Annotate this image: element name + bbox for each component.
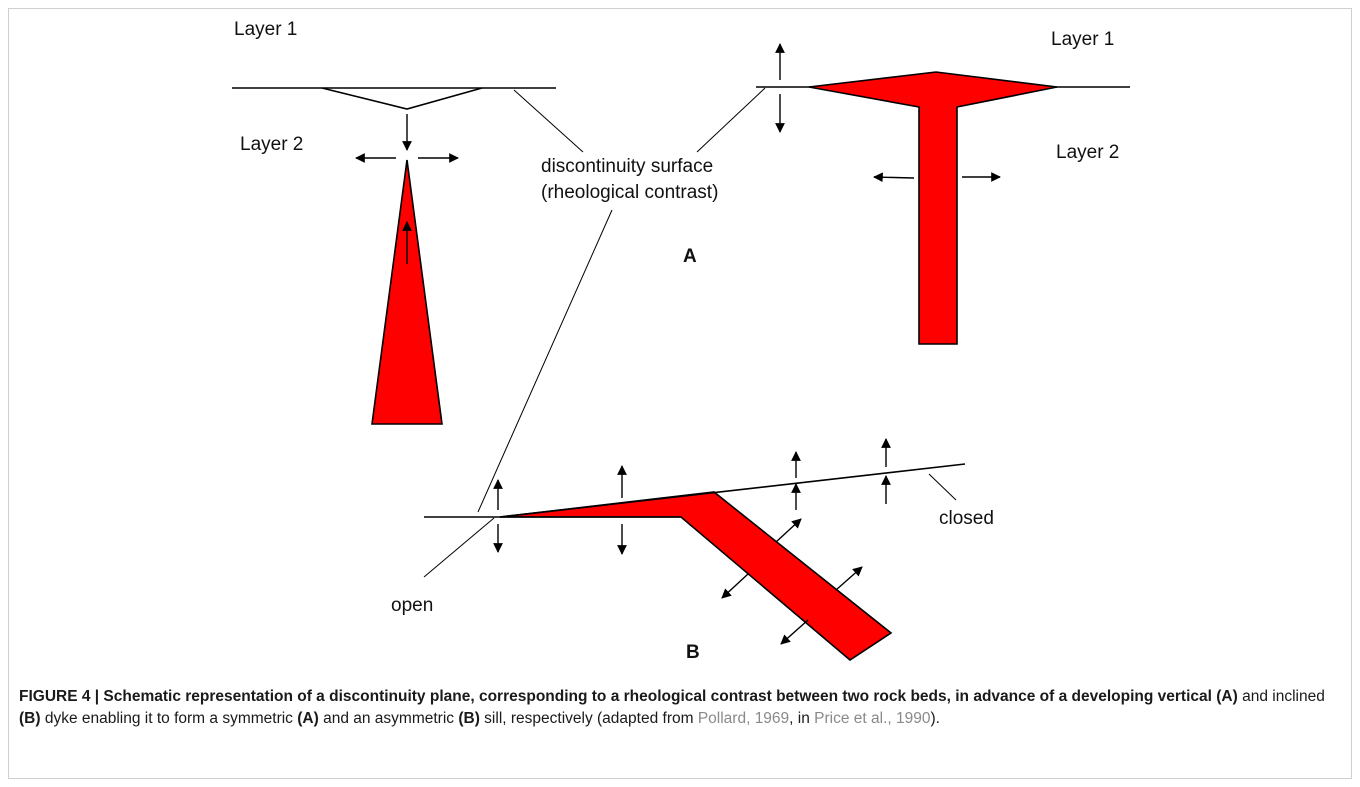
dyke-sill-diagram: Layer 1 Layer 2 Layer 1 Layer 2 disconti… xyxy=(232,19,1130,663)
caption-text-5: , in xyxy=(789,710,815,727)
caption-a-ref-1: (A) xyxy=(1216,688,1238,705)
arrow-b-ne-1 xyxy=(775,518,802,543)
caption-b-ref-2: (B) xyxy=(458,710,480,727)
arrow-b-sw-1 xyxy=(721,573,749,599)
vertical-dyke-tapered xyxy=(371,159,443,425)
interface-line-b-right xyxy=(499,463,966,518)
arrow-left-right-dyke xyxy=(873,172,915,183)
caption-text-1: and inclined xyxy=(1237,688,1325,705)
citation-link-pollard[interactable]: Pollard, 1969 xyxy=(697,710,790,727)
leader-line-right xyxy=(696,87,766,153)
label-layer1-right: Layer 1 xyxy=(1051,29,1114,50)
caption-b-ref-1: (B) xyxy=(19,710,41,727)
leader-line-closed xyxy=(928,473,957,501)
caption-text-6: ). xyxy=(930,710,940,727)
caption-text-3: and an asymmetric xyxy=(318,710,459,727)
label-discontinuity-surface: discontinuity surface xyxy=(541,156,713,177)
label-rheological-contrast: (rheological contrast) xyxy=(541,182,718,203)
panel-label-b: B xyxy=(686,642,700,663)
caption-text-4: sill, respectively (adapted from xyxy=(479,710,698,727)
citation-link-price[interactable]: Price et al., 1990 xyxy=(814,710,931,727)
label-layer2-left: Layer 2 xyxy=(240,134,303,155)
leader-line-lower xyxy=(477,209,613,513)
label-layer1-left: Layer 1 xyxy=(234,19,297,40)
symmetric-sill-dyke xyxy=(808,71,1058,345)
label-open: open xyxy=(391,595,433,616)
arrow-b-sw-2 xyxy=(780,619,809,645)
figure-caption: FIGURE 4 | Schematic representation of a… xyxy=(19,686,1339,730)
label-layer2-right: Layer 2 xyxy=(1056,142,1119,163)
leader-line-open xyxy=(423,517,495,578)
label-closed: closed xyxy=(939,508,994,529)
caption-a-ref-2: (A) xyxy=(297,710,319,727)
caption-title: FIGURE 4 | Schematic representation of a… xyxy=(19,688,1212,705)
arrow-b-ne-2 xyxy=(835,566,863,591)
figure-frame xyxy=(8,8,1352,779)
panel-label-a: A xyxy=(683,246,697,267)
caption-text-2: dyke enabling it to form a symmetric xyxy=(40,710,298,727)
opening-wedge-left xyxy=(321,87,483,110)
leader-line-left xyxy=(513,89,584,153)
